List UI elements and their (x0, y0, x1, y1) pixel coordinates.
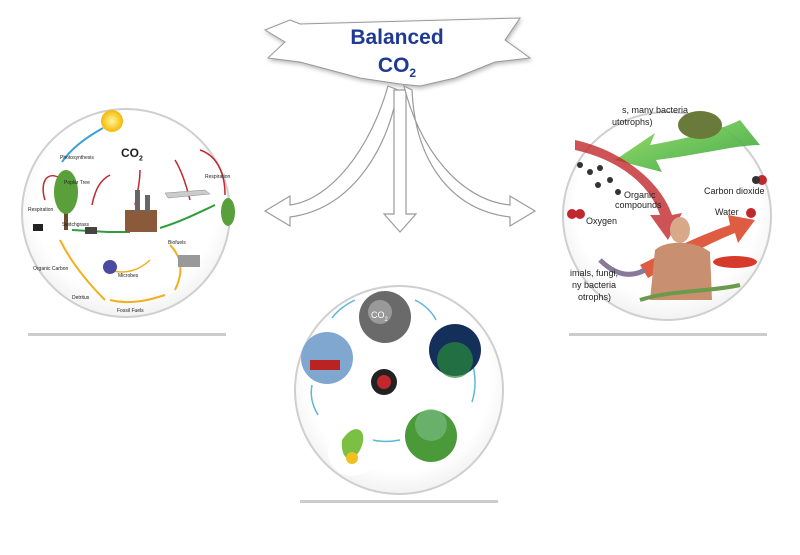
label-switchgrass: Switchgrass (62, 222, 89, 228)
co2-molecule-icon (757, 175, 767, 185)
label-oxygen: Oxygen (586, 216, 618, 226)
banner-co2-text: CO (377, 54, 410, 77)
center-baseline (300, 500, 498, 503)
label-organic: Organic (624, 190, 656, 200)
label-animals: imals, fungi, (570, 268, 619, 278)
tree-icon (221, 198, 235, 226)
left-baseline (28, 333, 226, 336)
label-fossil-fuels: Fossil Fuels (117, 308, 144, 314)
label-microbes: Microbes (118, 273, 139, 279)
person-icon (650, 217, 712, 300)
banner-title-line2: CO2 (297, 54, 497, 80)
label-respiration-right: Respiration (205, 174, 231, 180)
label-photosynthesis: Photosynthesis (60, 155, 94, 161)
banner-co2-subscript: 2 (409, 66, 417, 81)
label-respiration-left: Respiration (28, 207, 54, 213)
mushroom-icon (713, 256, 757, 268)
microbes-icon (103, 260, 117, 274)
center-co2-label: CO2 (371, 310, 388, 323)
lizard-icon (639, 283, 741, 302)
label-detritus: Detritus (72, 295, 90, 301)
poplar-tree-icon (54, 170, 78, 214)
label-compounds: compounds (615, 200, 662, 210)
banner-title-line1: Balanced (350, 26, 444, 49)
tractor-icon (85, 227, 97, 234)
water-molecule-icon (746, 208, 756, 218)
car-image (301, 332, 353, 384)
connector-arrows (263, 84, 537, 233)
label-bacteria-bottom: ny bacteria (572, 280, 617, 290)
red-arrow-top (575, 140, 682, 240)
respiration-cycle-circle (562, 111, 772, 321)
title-banner (263, 17, 532, 87)
airplane-icon (164, 189, 211, 199)
label-carbon-dioxide: Carbon dioxide (704, 186, 765, 196)
carbon-cycle-circle (21, 108, 235, 318)
oxygen-molecule-icon (567, 209, 577, 219)
label-autotrophs: utotrophs) (612, 117, 653, 127)
label-heterotrophs: otrophs) (578, 292, 612, 302)
molecule-icon (577, 162, 621, 195)
label-bacteria-top: s, many bacteria (622, 105, 689, 115)
label-organic-carbon: Organic Carbon (33, 266, 69, 272)
label-poplar-tree: Poplar Tree (64, 180, 90, 186)
label-biofuels: Biofuels (168, 240, 186, 246)
cow-icon (33, 224, 43, 231)
left-co2-label: CO2 (121, 146, 143, 163)
sun-icon (101, 110, 123, 132)
right-baseline (569, 333, 767, 336)
truck-icon (178, 255, 200, 267)
factory-icon (125, 190, 157, 232)
cycle-circle (294, 285, 504, 495)
green-arrow (615, 120, 760, 172)
label-water: Water (715, 207, 739, 217)
